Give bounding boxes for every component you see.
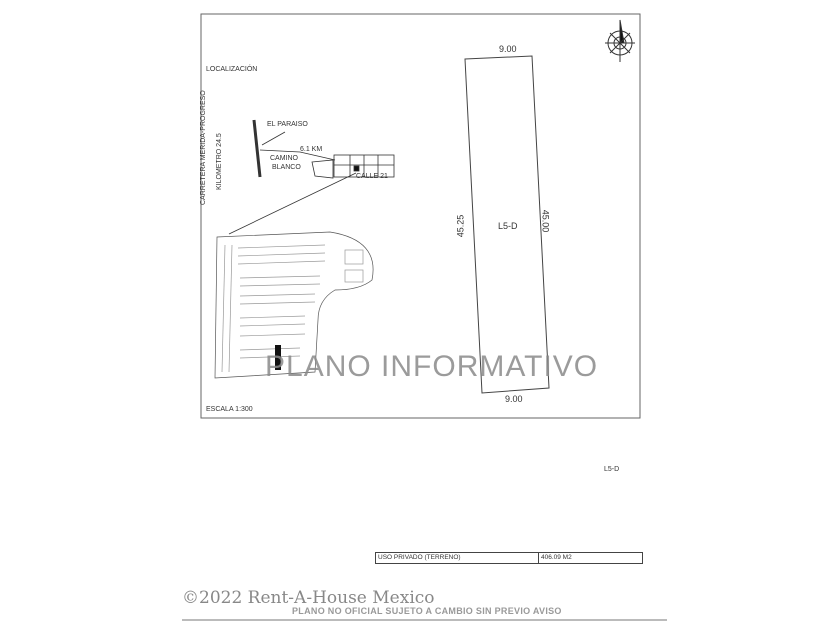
lot-id: L5-D (498, 221, 518, 231)
distance-label: 6.1 KM (300, 146, 323, 153)
location-map (228, 119, 395, 235)
disclaimer: PLANO NO OFICIAL SUJETO A CAMBIO SIN PRE… (292, 606, 562, 616)
footer-divider (182, 619, 667, 621)
lot-left-dimension: 45.25 (455, 214, 466, 238)
lot-bottom-dimension: 9.00 (505, 394, 523, 404)
town-label: EL PARAISO (267, 121, 308, 128)
highway-label-text: CARRETERA MERIDA-PROGRESO (200, 90, 207, 205)
watermark: PLANO INFORMATIVO (265, 350, 599, 383)
compass-icon (605, 19, 635, 62)
scale-label: ESCALA 1:300 (206, 406, 253, 413)
lot-right-dimension: 45.00 (540, 209, 551, 233)
location-label: LOCALIZACIÓN (206, 66, 258, 73)
lot-highlight (275, 345, 281, 370)
lot-caption: L5-D (604, 466, 620, 473)
road-label-2: BLANCO (272, 164, 301, 171)
site-plan (214, 231, 374, 379)
km-label-text: KILOMETRO 24.5 (216, 133, 223, 190)
road-label-1: CAMINO (270, 155, 298, 162)
area-label: USO PRIVADO (TERRENO) (376, 553, 539, 563)
street-label: CALLE 21 (356, 173, 388, 180)
area-value: 406.09 M2 (541, 554, 572, 561)
lot-outline (464, 55, 550, 394)
copyright: ©2022 Rent-A-House Mexico (182, 588, 435, 608)
area-table: USO PRIVADO (TERRENO) 406.09 M2 (375, 552, 643, 564)
plan-frame (200, 13, 641, 419)
lot-top-dimension: 9.00 (499, 44, 517, 54)
